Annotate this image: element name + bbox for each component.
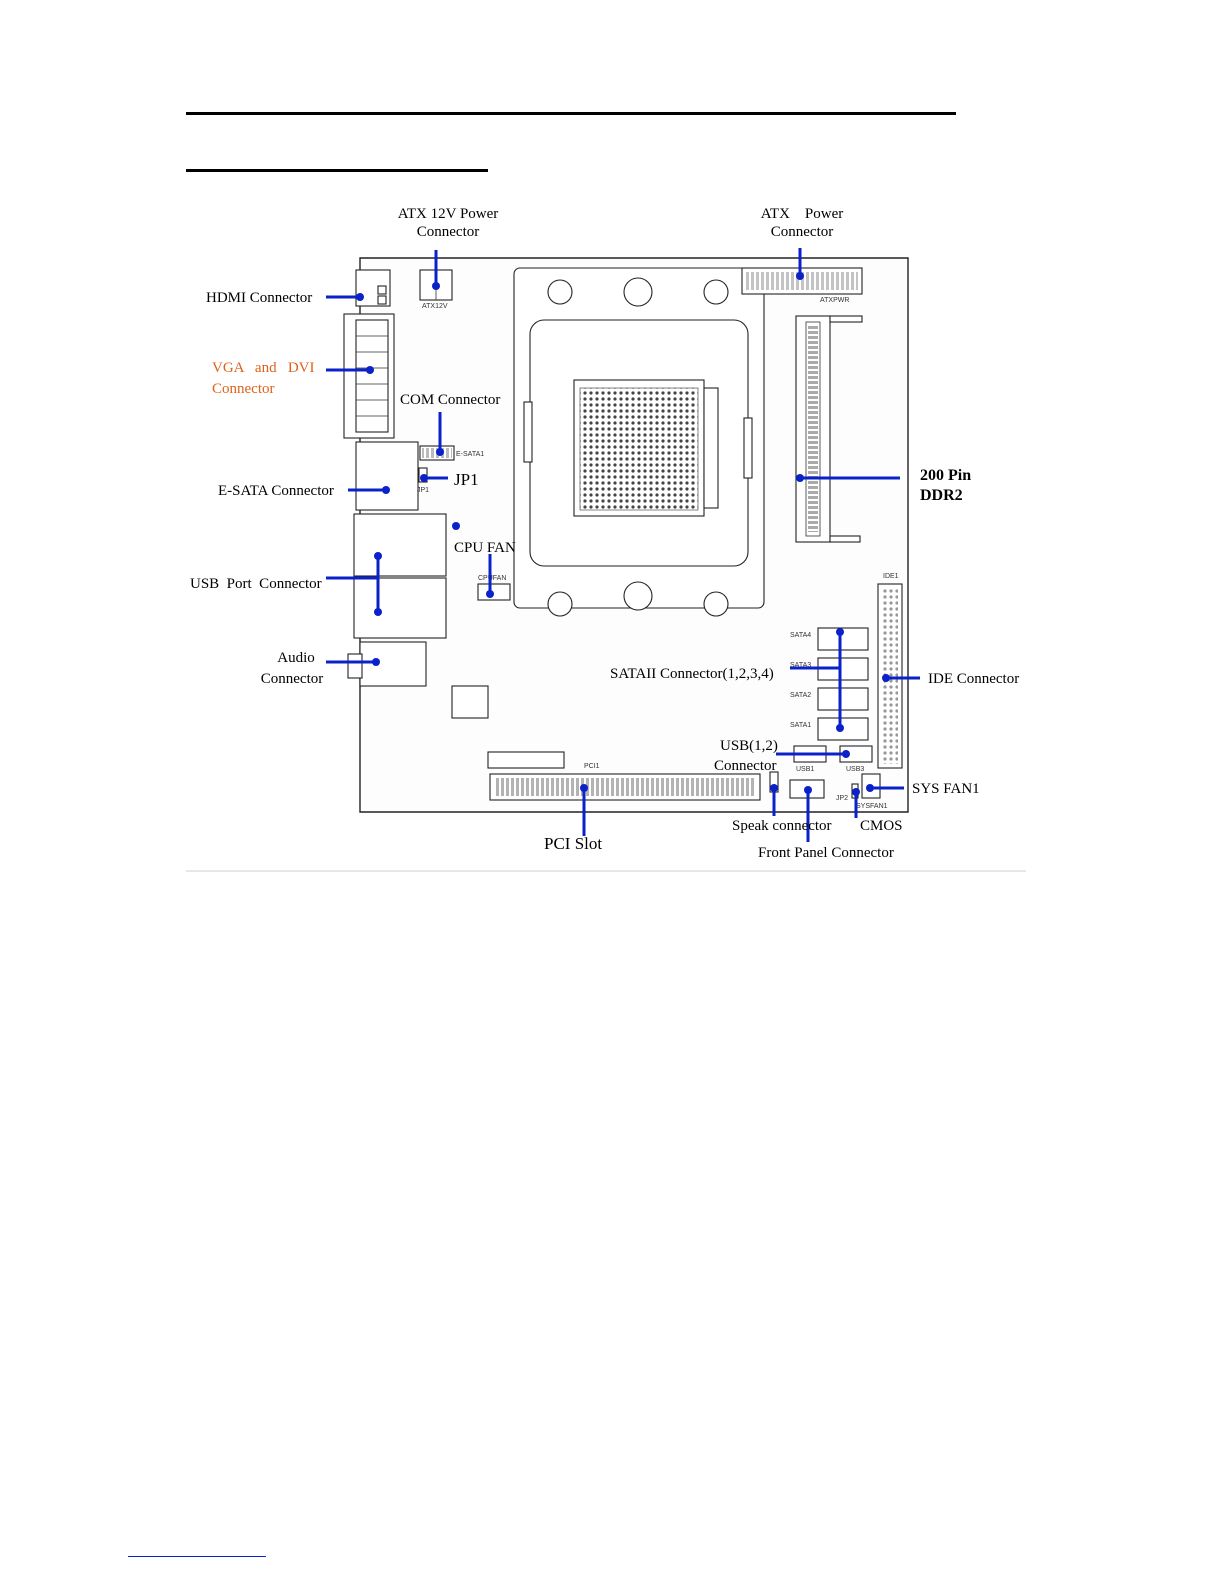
label-audio-line2: Connector: [261, 671, 323, 687]
label-jp1: JP1: [454, 470, 479, 489]
label-cmos: CMOS: [860, 818, 903, 834]
chip: [451, 685, 489, 719]
label-hdmi: HDMI Connector: [206, 290, 312, 306]
label-audio-line1: Audio: [277, 650, 315, 666]
silk-sata2: SATA2: [790, 692, 811, 699]
label-atx12v-line1: ATX 12V Power: [398, 206, 499, 222]
silk-jp2: JP2: [836, 795, 848, 802]
silk-atxpwr: ATXPWR: [820, 297, 849, 304]
label-vga-dvi-line2: Connector: [212, 381, 274, 397]
audio-jack: [359, 641, 427, 687]
label-ddr2-line2: DDR2: [920, 487, 963, 504]
silk-usb1: USB1: [796, 766, 814, 773]
label-usb-port: USB Port Connector: [190, 576, 322, 592]
pci-slot-bracket: [487, 751, 565, 769]
vga-dvi-port: [343, 313, 395, 439]
usb-port-stack-2: [353, 577, 447, 639]
label-speak: Speak connector: [732, 818, 832, 834]
silk-ide1: IDE1: [883, 573, 899, 580]
motherboard-layout-diagram: ATX12V ATXPWR E-SATA1 JP1 CPUFAN I: [186, 206, 1026, 872]
label-usb12-line2: Connector: [714, 758, 776, 774]
esata-port: [355, 441, 419, 511]
silk-jp1: JP1: [417, 487, 429, 494]
label-usb12-line1: USB(1,2): [720, 738, 778, 754]
silk-pci1: PCI1: [584, 763, 600, 770]
silk-sata1: SATA1: [790, 722, 811, 729]
label-pci: PCI Slot: [544, 834, 602, 853]
label-vga-dvi-line1: VGA and DVI: [212, 360, 315, 376]
label-ide: IDE Connector: [928, 671, 1019, 687]
label-atx12v-line2: Connector: [417, 224, 479, 240]
silk-sata4: SATA4: [790, 632, 811, 639]
label-front-panel: Front Panel Connector: [758, 845, 894, 861]
silk-esata1: E-SATA1: [456, 451, 484, 458]
usb-port-stack-1: [353, 513, 447, 577]
silk-cpufan: CPUFAN: [478, 575, 506, 582]
ddr2-dimm-slot: [795, 315, 863, 543]
silk-sysfan1: SYSFAN1: [856, 803, 888, 810]
header-rule-long: [186, 112, 956, 115]
label-com: COM Connector: [400, 392, 500, 408]
footnote-rule: [128, 1556, 266, 1557]
silk-atx12v: ATX12V: [422, 303, 448, 310]
header-rule-short: [186, 169, 488, 172]
label-sata2: SATAII Connector(1,2,3,4): [610, 666, 774, 682]
cpu-socket: [513, 267, 765, 617]
label-atxpower-line2: Connector: [771, 224, 833, 240]
label-atxpower-line1: ATX Power: [761, 206, 844, 222]
silk-usb3: USB3: [846, 766, 864, 773]
label-sysfan: SYS FAN1: [912, 781, 980, 797]
label-ddr2-line1: 200 Pin: [920, 467, 971, 484]
cpu-fan-header: [477, 583, 511, 601]
label-esata: E-SATA Connector: [218, 483, 334, 499]
silk-sata3: SATA3: [790, 662, 811, 669]
label-cpu-fan: CPU FAN: [454, 540, 516, 556]
leader-lines: [326, 248, 920, 842]
